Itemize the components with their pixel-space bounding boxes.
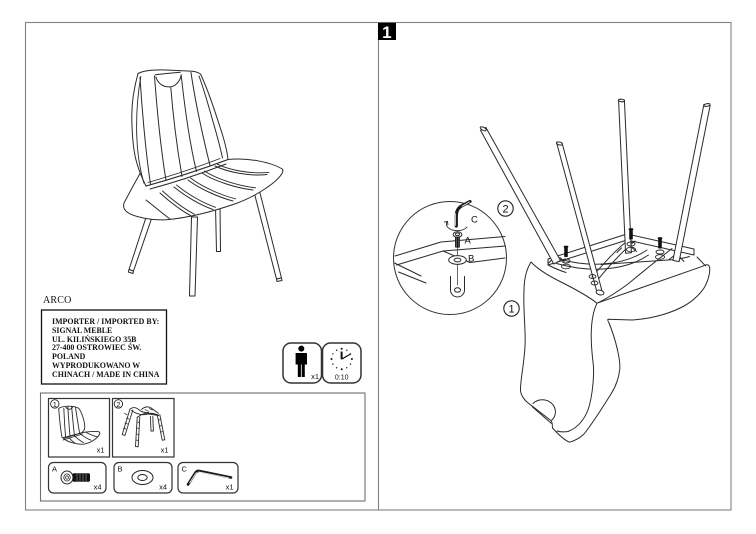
svg-text:1: 1	[53, 400, 57, 409]
svg-text:2: 2	[502, 204, 508, 216]
svg-text:B: B	[118, 465, 123, 474]
svg-text:1: 1	[382, 23, 391, 42]
svg-text:0:10: 0:10	[335, 375, 349, 382]
svg-text:1: 1	[508, 304, 514, 316]
svg-text:x4: x4	[94, 483, 102, 492]
svg-text:x1: x1	[97, 446, 105, 455]
svg-text:B: B	[468, 254, 474, 265]
svg-text:x4: x4	[159, 483, 167, 492]
svg-text:A: A	[52, 465, 57, 474]
svg-text:x1: x1	[226, 483, 234, 492]
svg-text:x1: x1	[311, 372, 319, 381]
svg-text:C: C	[471, 215, 478, 226]
svg-text:C: C	[182, 465, 188, 474]
svg-text:x1: x1	[161, 446, 169, 455]
svg-text:2: 2	[116, 400, 120, 409]
svg-text:A: A	[465, 236, 472, 247]
